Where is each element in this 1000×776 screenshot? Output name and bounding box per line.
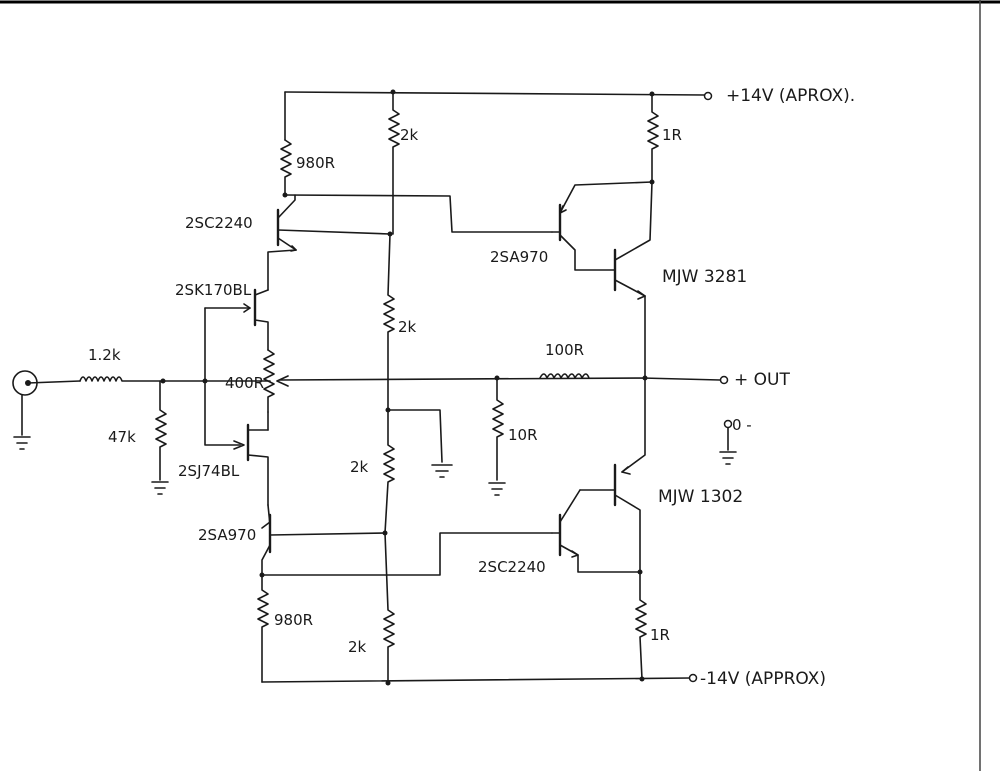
label-r-top-left: 980R [296, 154, 335, 172]
label-r-emitter-top: 1R [662, 126, 682, 144]
wire-output-node [279, 377, 721, 381]
positive-terminal[interactable] [703, 91, 713, 101]
label-r-input-shunt: 47k [108, 428, 136, 446]
wire-bias-to-2sc2240 [261, 532, 553, 576]
label-r-bias-lower: 2k [350, 458, 369, 476]
label-positive-rail: +14V (APROX). [726, 86, 855, 106]
wire-gate-common [204, 307, 241, 446]
resistor-2k-bottom [383, 532, 395, 684]
label-q6: MJW 3281 [662, 267, 747, 287]
jfet-2sj74bl [233, 423, 269, 506]
label-r-bot-left: 980R [274, 611, 313, 629]
resistor-1r-bottom [635, 571, 647, 680]
output-terminal[interactable] [719, 375, 729, 385]
resistor-1r-top [647, 93, 659, 183]
label-ground: 0 - [732, 416, 752, 434]
label-r-emitter-bot: 1R [650, 626, 670, 644]
input-connector[interactable] [12, 370, 81, 450]
potentiometer-400r[interactable] [263, 349, 289, 413]
resistor-10r [488, 377, 506, 496]
resistor-2k-lower-mid [383, 409, 395, 534]
transistor-2sa970-lower [261, 504, 386, 576]
wire-to-2sk170 [267, 249, 297, 291]
resistor-2k-upper-mid [383, 233, 395, 411]
transistor-2sc2240-upper [276, 194, 391, 252]
transistor-mjw1302 [579, 377, 646, 573]
positive-rail [284, 89, 713, 101]
label-r-top-mid: 2k [400, 126, 419, 144]
label-q3: 2SJ74BL [178, 462, 240, 480]
resistor-980r-bottom [257, 574, 269, 683]
resistor-100r [539, 373, 590, 379]
label-r-bias-upper: 2k [398, 318, 417, 336]
label-q7: 2SC2240 [478, 558, 546, 576]
resistor-980r-top [280, 139, 292, 196]
label-output: + OUT [734, 370, 790, 390]
label-q5: 2SA970 [490, 248, 548, 266]
label-q2: 2SK170BL [175, 281, 252, 299]
label-q1: 2SC2240 [185, 214, 253, 232]
transistor-2sc2240-driver [551, 489, 641, 573]
label-q8: MJW 1302 [658, 487, 743, 507]
label-r-pot: 400R [225, 374, 264, 392]
label-negative-rail: -14V (APPROX) [700, 669, 826, 689]
resistor-input [79, 376, 166, 382]
ground-divider [387, 409, 453, 478]
resistor-2k-top [388, 91, 400, 235]
negative-rail [261, 673, 698, 686]
ground-output[interactable] [719, 419, 737, 465]
label-q4: 2SA970 [198, 526, 256, 544]
transistor-mjw3281 [613, 181, 653, 379]
transistor-2sa970-driver [551, 181, 653, 271]
label-r-series-out: 100R [545, 341, 584, 359]
label-r-input: 1.2k [88, 346, 121, 364]
jfet-2sk170bl [204, 288, 269, 351]
label-r-bot-mid: 2k [348, 638, 367, 656]
label-r-feedback: 10R [508, 426, 538, 444]
resistor-input-shunt [151, 380, 169, 495]
wire-bias-to-2sa970 [284, 194, 553, 233]
negative-terminal[interactable] [688, 673, 698, 683]
